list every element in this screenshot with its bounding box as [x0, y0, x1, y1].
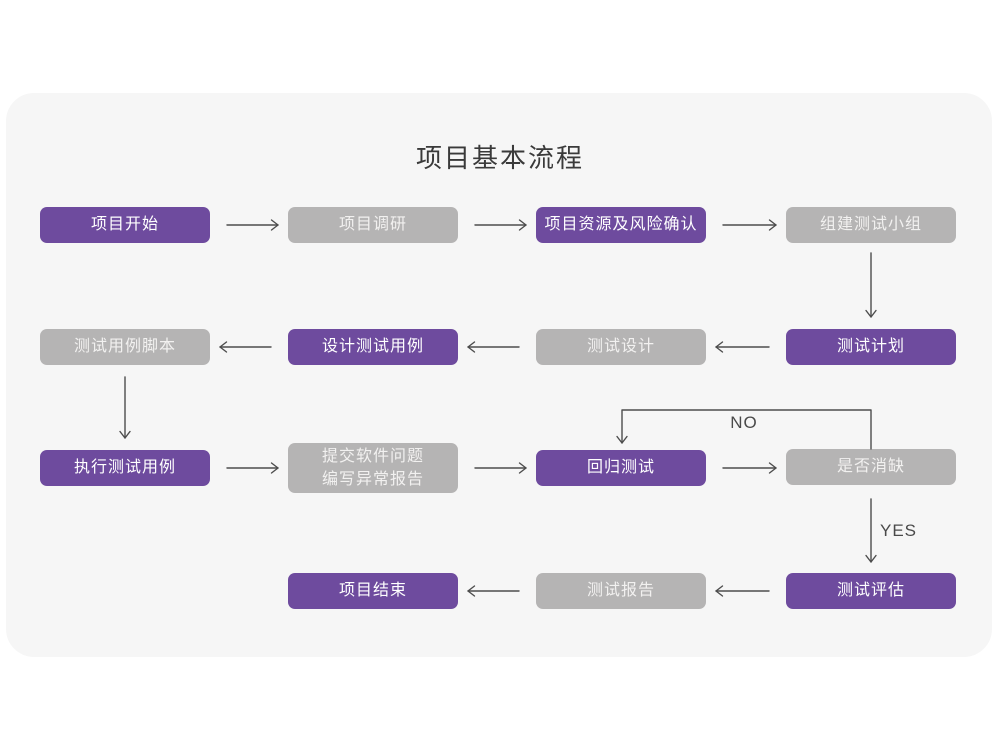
node-submit-report: 提交软件问题 编写异常报告 [288, 443, 458, 493]
node-project-research: 项目调研 [288, 207, 458, 243]
node-design-cases: 设计测试用例 [288, 329, 458, 365]
node-build-team: 组建测试小组 [786, 207, 956, 243]
node-regression-test: 回归测试 [536, 450, 706, 486]
node-test-plan: 测试计划 [786, 329, 956, 365]
node-test-evaluate: 测试评估 [786, 573, 956, 609]
node-case-script: 测试用例脚本 [40, 329, 210, 365]
arrow-no-loop [616, 409, 872, 450]
node-test-report: 测试报告 [536, 573, 706, 609]
flow-card [6, 93, 992, 657]
node-project-start: 项目开始 [40, 207, 210, 243]
edge-label-yes: YES [880, 521, 918, 540]
edge-label-no: NO [730, 413, 758, 432]
node-project-end: 项目结束 [288, 573, 458, 609]
node-resource-risk: 项目资源及风险确认 [536, 207, 706, 243]
node-defect-check: 是否消缺 [786, 449, 956, 485]
node-test-design: 测试设计 [536, 329, 706, 365]
node-execute-cases: 执行测试用例 [40, 450, 210, 486]
page-title: 项目基本流程 [415, 143, 584, 173]
